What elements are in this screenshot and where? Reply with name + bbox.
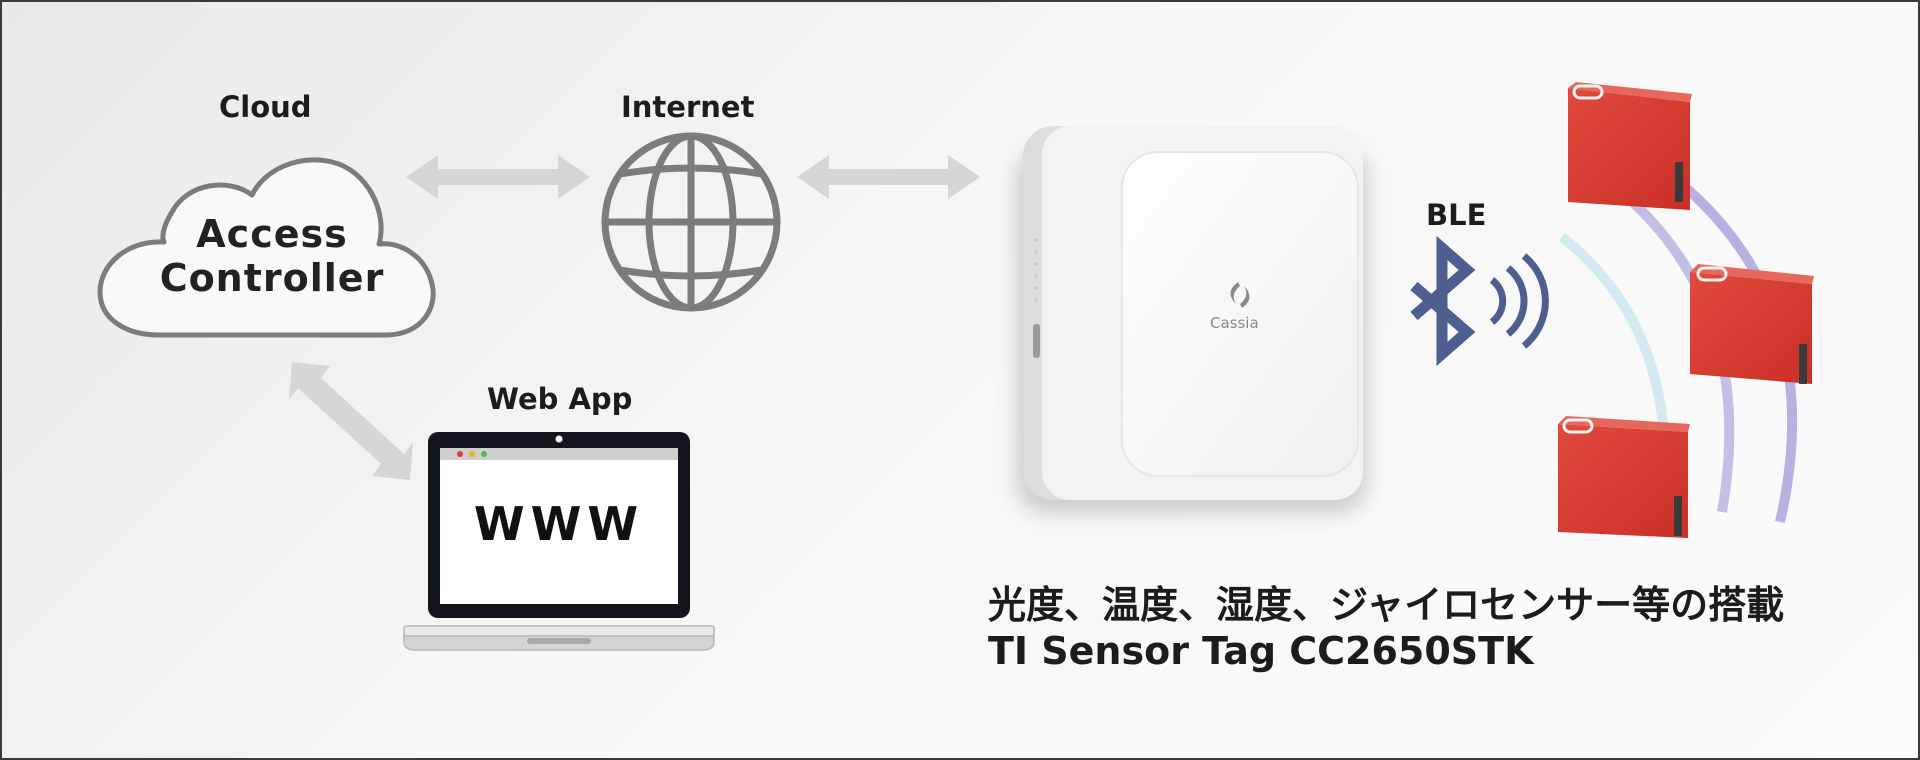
web-app-label: Web App [487, 382, 633, 416]
arrow-cloud-webapp [289, 362, 413, 480]
sensor-tag [1690, 264, 1814, 384]
sensor-tag [1568, 82, 1692, 210]
laptop-icon [403, 432, 715, 651]
cloud-label: Cloud [219, 90, 312, 124]
gateway-brand: Cassia [1210, 314, 1259, 332]
access-controller-text: Access Controller [102, 212, 442, 300]
caption-line1: 光度、温度、湿度、ジャイロセンサー等の搭載 [988, 583, 1785, 627]
bluetooth-icon [1410, 235, 1549, 367]
access-controller-line1: Access [196, 212, 348, 256]
sensor-caption: 光度、温度、湿度、ジャイロセンサー等の搭載 TI Sensor Tag CC26… [988, 582, 1784, 674]
cassia-logo-mark [1230, 282, 1250, 308]
arrow-cloud-internet [406, 155, 590, 199]
sensor-tag [1558, 416, 1690, 538]
internet-label: Internet [621, 90, 755, 124]
access-controller-line2: Controller [159, 256, 385, 300]
gateway-device [1017, 126, 1367, 513]
globe-icon [601, 132, 781, 312]
ble-label: BLE [1426, 198, 1487, 232]
cloud-icon [97, 157, 436, 338]
arrow-internet-gateway [797, 155, 980, 199]
caption-line2: TI Sensor Tag CC2650STK [988, 629, 1534, 673]
www-text: WWW [473, 497, 645, 551]
